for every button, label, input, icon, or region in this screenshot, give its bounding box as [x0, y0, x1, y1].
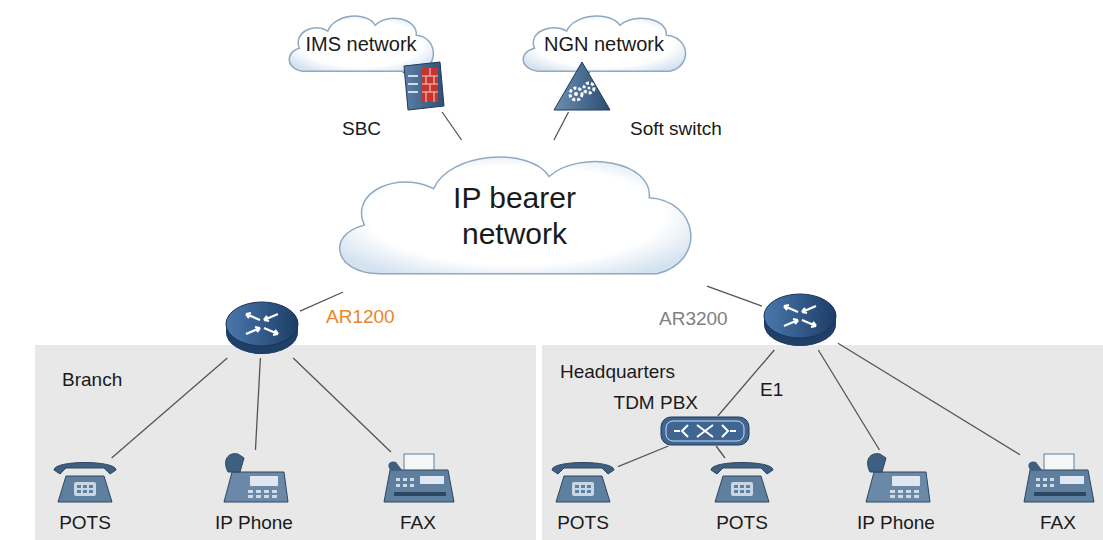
pbx-icon: TDM PBX: [660, 416, 750, 446]
region-label: Headquarters: [560, 361, 675, 383]
ipphone-icon: IP Phone: [860, 450, 932, 504]
device-label: TDM PBX: [612, 392, 700, 414]
phone-icon: POTS: [707, 458, 777, 504]
ipphone-icon: IP Phone: [218, 450, 290, 504]
device-label: AR3200: [657, 308, 730, 330]
softswitch-icon-shape: [552, 60, 612, 112]
cloud: IP bearer network: [322, 140, 707, 292]
router-icon-shape: [762, 290, 838, 350]
fax-icon: FAX: [1020, 452, 1096, 504]
site-region: HeadquartersTDM PBXPOTSPOTSIP PhoneFAX: [542, 345, 1103, 540]
device-label: SBC: [340, 118, 383, 140]
site-region: BranchPOTSIP PhoneFAX: [35, 345, 536, 540]
network-link: [554, 112, 569, 140]
fax-icon: FAX: [380, 452, 456, 504]
network-link: [707, 286, 762, 306]
network-link: [442, 112, 461, 140]
device-label: POTS: [716, 512, 768, 534]
device-label: POTS: [557, 512, 609, 534]
link-label: E1: [758, 379, 785, 401]
phone-icon-shape: [50, 458, 120, 504]
router-icon: AR3200: [762, 290, 838, 350]
fax-icon-shape: [1020, 452, 1096, 504]
softswitch-icon: Soft switch: [552, 60, 612, 112]
device-label: AR1200: [324, 306, 397, 328]
network-label: IMS network: [305, 33, 416, 56]
device-label: Soft switch: [628, 118, 724, 140]
network-label: IP bearer network: [430, 180, 600, 252]
pbx-icon-shape: [660, 416, 750, 446]
cloud: NGN network: [515, 8, 693, 80]
phone-icon-shape: [548, 458, 618, 504]
phone-icon: POTS: [50, 458, 120, 504]
network-label: NGN network: [544, 33, 664, 56]
ipphone-icon-shape: [860, 450, 932, 504]
sbc-icon: SBC: [402, 60, 446, 112]
device-label: POTS: [59, 512, 111, 534]
cloud-shape: [322, 140, 707, 292]
device-label: IP Phone: [215, 512, 293, 534]
router-icon: AR1200: [224, 298, 300, 358]
region-label: Branch: [62, 369, 122, 391]
device-label: FAX: [400, 512, 436, 534]
phone-icon: POTS: [548, 458, 618, 504]
fax-icon-shape: [380, 452, 456, 504]
sbc-icon-shape: [402, 60, 446, 112]
router-icon-shape: [224, 298, 300, 358]
device-label: IP Phone: [857, 512, 935, 534]
phone-icon-shape: [707, 458, 777, 504]
device-label: FAX: [1040, 512, 1076, 534]
ipphone-icon-shape: [218, 450, 290, 504]
